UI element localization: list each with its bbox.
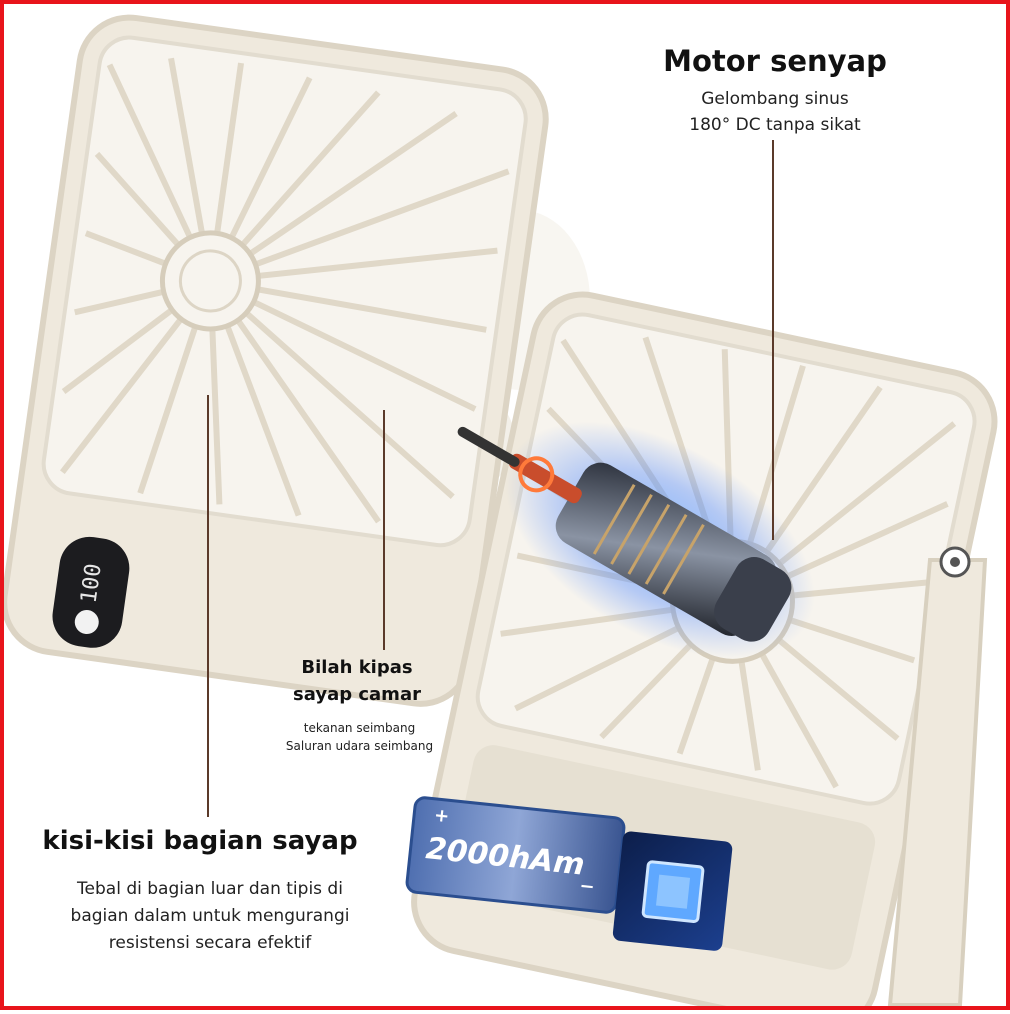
grille-title: kisi-kisi bagian sayap xyxy=(42,826,358,856)
grille-line-3: resistensi secara efektif xyxy=(108,933,312,953)
stand-arm xyxy=(887,546,988,1007)
power-button-icon xyxy=(74,610,99,635)
grille-line-2: bagian dalam untuk mengurangi xyxy=(70,906,350,926)
digital-display xyxy=(52,536,130,648)
grille-line-1: Tebal di bagian luar dan tipis di xyxy=(77,879,343,899)
blade-sub-line-1: tekanan seimbang xyxy=(303,721,416,735)
left-fan: 100 xyxy=(1,14,549,707)
motor-line-1: Gelombang sinus xyxy=(701,89,849,109)
motor-line-2: 180° DC tanpa sikat xyxy=(689,115,861,135)
motor-title: Motor senyap xyxy=(663,44,887,78)
blade-sub-line-2: Saluran udara seimbang xyxy=(285,739,434,753)
display-value: 100 xyxy=(77,562,107,605)
motor-description: Gelombang sinus 180° DC tanpa sikat xyxy=(640,86,910,138)
blade-title-line-1: Bilah kipas xyxy=(301,657,413,678)
battery: + − 2000hAm xyxy=(405,796,733,951)
motor-leader-line xyxy=(772,140,774,540)
blade-title: Bilah kipas sayap camar xyxy=(272,654,442,708)
grille-leader-line xyxy=(207,395,209,817)
blade-title-line-2: sayap camar xyxy=(293,684,421,705)
blade-description: tekanan seimbang Saluran udara seimbang xyxy=(262,719,457,755)
svg-text:−: − xyxy=(579,875,596,897)
motor xyxy=(457,421,815,659)
blade-leader-line xyxy=(383,410,385,650)
grille-description: Tebal di bagian luar dan tipis di bagian… xyxy=(40,876,380,957)
svg-text:+: + xyxy=(433,805,450,827)
